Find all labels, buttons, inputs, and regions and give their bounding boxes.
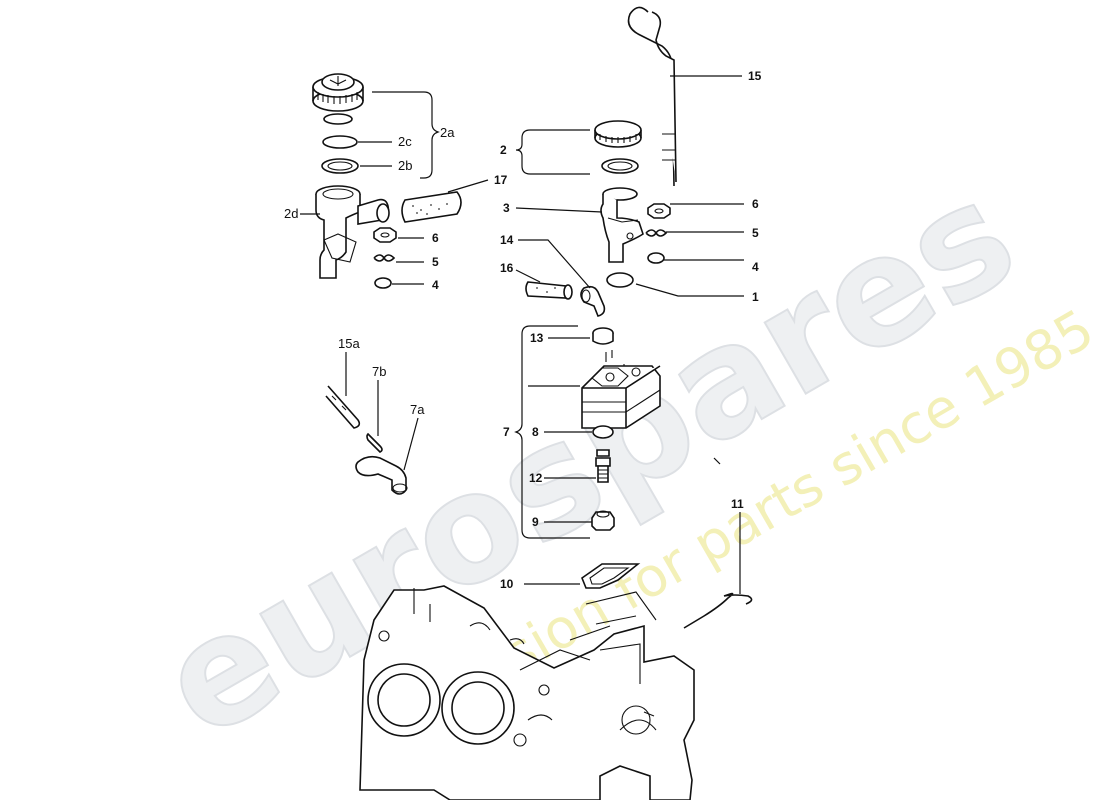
- callout-5-right: 5: [752, 226, 759, 240]
- filler-cap-icon: [312, 73, 364, 112]
- cap-assembly-left: [312, 73, 462, 289]
- callout-6-right: 6: [752, 197, 759, 211]
- nut-6-left-icon: [373, 227, 397, 243]
- callout-13: 13: [530, 331, 544, 345]
- callout-2c: 2c: [398, 134, 412, 149]
- spring-washer-5-right-icon: [645, 229, 668, 237]
- callout-2d: 2d: [284, 206, 298, 221]
- callout-14: 14: [500, 233, 514, 247]
- callout-2b: 2b: [398, 158, 412, 173]
- callout-labels: 15 2a 2c 2b 17 2d 6 5 4 2 3 6 5 4 14 16 …: [284, 69, 762, 591]
- washer-8-icon: [592, 425, 614, 439]
- callout-8: 8: [532, 425, 539, 439]
- callout-16: 16: [500, 261, 514, 275]
- callout-9: 9: [532, 515, 539, 529]
- callout-11: 11: [731, 497, 744, 511]
- filler-neck-2d-icon: [315, 185, 390, 279]
- callout-2a: 2a: [440, 125, 455, 140]
- gasket-right-icon: [601, 158, 639, 174]
- callout-4-right: 4: [752, 260, 759, 274]
- gasket-2b-icon: [321, 158, 359, 174]
- filler-cap-2-icon: [594, 120, 642, 148]
- gasket-10-icon: [581, 563, 641, 589]
- hose-16-icon: [525, 281, 573, 300]
- nut-6-right-icon: [647, 203, 671, 219]
- sender-12-icon: [595, 449, 611, 483]
- callout-10: 10: [500, 577, 514, 591]
- plug-9-icon: [591, 510, 615, 531]
- tube-7b-icon: [366, 432, 383, 453]
- oil-tank-7-icon: [581, 350, 661, 429]
- washer-icon: [323, 113, 353, 125]
- elbow-14-icon: [580, 285, 606, 317]
- callout-17: 17: [494, 173, 508, 187]
- callout-4-left: 4: [432, 278, 439, 292]
- callout-3: 3: [503, 201, 510, 215]
- callout-1: 1: [752, 290, 759, 304]
- callout-7b: 7b: [372, 364, 386, 379]
- elbow-7a-icon: [355, 455, 408, 495]
- cap-13-icon: [592, 327, 614, 345]
- washer-4-right-icon: [647, 252, 665, 264]
- dipstick-15-icon: [627, 6, 677, 187]
- crankcase-icon: [359, 585, 695, 800]
- hose-15a-icon: [325, 385, 361, 429]
- callout-2: 2: [500, 143, 507, 157]
- filler-neck-3-icon: [600, 187, 644, 263]
- clip-11-icon: [683, 592, 753, 629]
- o-ring-2c-icon: [322, 135, 358, 149]
- callout-12: 12: [529, 471, 543, 485]
- cap-assembly-right: [594, 120, 671, 288]
- leader-lines: [300, 75, 744, 594]
- o-ring-1-icon: [606, 272, 634, 288]
- hose-17-icon: [401, 191, 462, 223]
- callout-7: 7: [503, 425, 510, 439]
- callout-7a: 7a: [410, 402, 425, 417]
- callout-5-left: 5: [432, 255, 439, 269]
- callout-6-left: 6: [432, 231, 439, 245]
- washer-4-left-icon: [374, 277, 392, 289]
- callout-15a: 15a: [338, 336, 360, 351]
- spring-washer-5-left-icon: [373, 254, 396, 262]
- callout-15: 15: [748, 69, 762, 83]
